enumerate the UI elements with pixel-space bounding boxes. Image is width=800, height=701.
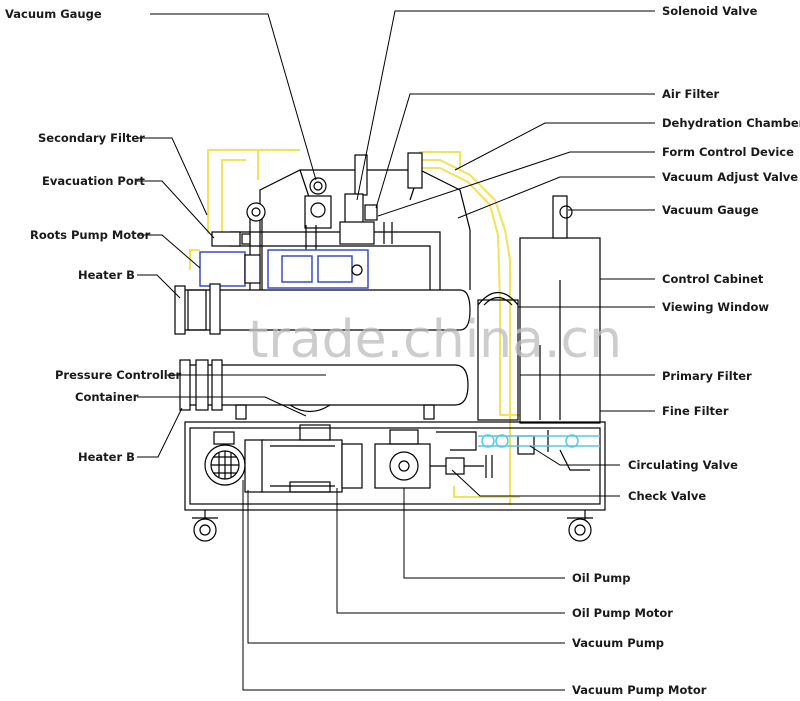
label-evacuation-port: Evacuation Port <box>42 174 145 188</box>
leader-lines <box>137 10 655 691</box>
label-vacuum-gauge-top: Vacuum Gauge <box>5 7 102 21</box>
base-frame <box>184 421 606 542</box>
label-vacuum-adjust-valve: Vacuum Adjust Valve <box>662 170 798 184</box>
label-viewing-window: Viewing Window <box>662 300 769 314</box>
label-check-valve: Check Valve <box>628 489 706 503</box>
control-cabinet <box>519 195 601 424</box>
label-solenoid-valve: Solenoid Valve <box>662 4 758 18</box>
label-oil-pump-motor: Oil Pump Motor <box>572 606 673 620</box>
cyan-piping <box>436 431 600 471</box>
label-pressure-controller: Pressure Controller <box>55 368 182 382</box>
machine-drawing <box>174 149 606 542</box>
label-vacuum-pump-motor: Vacuum Pump Motor <box>572 683 707 697</box>
heater-b-upper <box>174 283 471 335</box>
oil-pump <box>374 429 431 489</box>
oil-pump-motor <box>261 424 363 493</box>
label-roots-pump-motor: Roots Pump Motor <box>30 228 151 242</box>
label-control-cabinet: Control Cabinet <box>662 272 764 286</box>
label-heater-b-top: Heater B <box>78 268 135 282</box>
roots-pump <box>199 231 369 289</box>
label-dehydration-chamber: Dehydration Chamber <box>662 116 800 130</box>
label-fine-filter: Fine Filter <box>662 404 729 418</box>
label-secondary-filter: Secondary Filter <box>38 131 145 145</box>
label-container: Container <box>75 390 139 404</box>
label-oil-pump: Oil Pump <box>572 571 631 585</box>
labels: Vacuum Gauge Solenoid Valve Air Filter S… <box>5 4 800 697</box>
label-form-control-device: Form Control Device <box>662 145 794 159</box>
upper-pipework <box>230 202 441 290</box>
label-primary-filter: Primary Filter <box>662 369 752 383</box>
vacuum-pump <box>204 431 264 493</box>
label-vacuum-gauge-right: Vacuum Gauge <box>662 203 759 217</box>
label-circulating-valve: Circulating Valve <box>628 458 738 472</box>
heater-b-lower <box>179 359 469 420</box>
vacuum-gauge-assembly <box>304 177 378 229</box>
label-heater-b-bottom: Heater B <box>78 450 135 464</box>
viewing-window <box>477 291 519 421</box>
label-air-filter: Air Filter <box>662 87 720 101</box>
watermark: trade.china.cn <box>248 310 622 370</box>
label-vacuum-pump: Vacuum Pump <box>572 636 664 650</box>
valves-lower <box>430 430 549 478</box>
